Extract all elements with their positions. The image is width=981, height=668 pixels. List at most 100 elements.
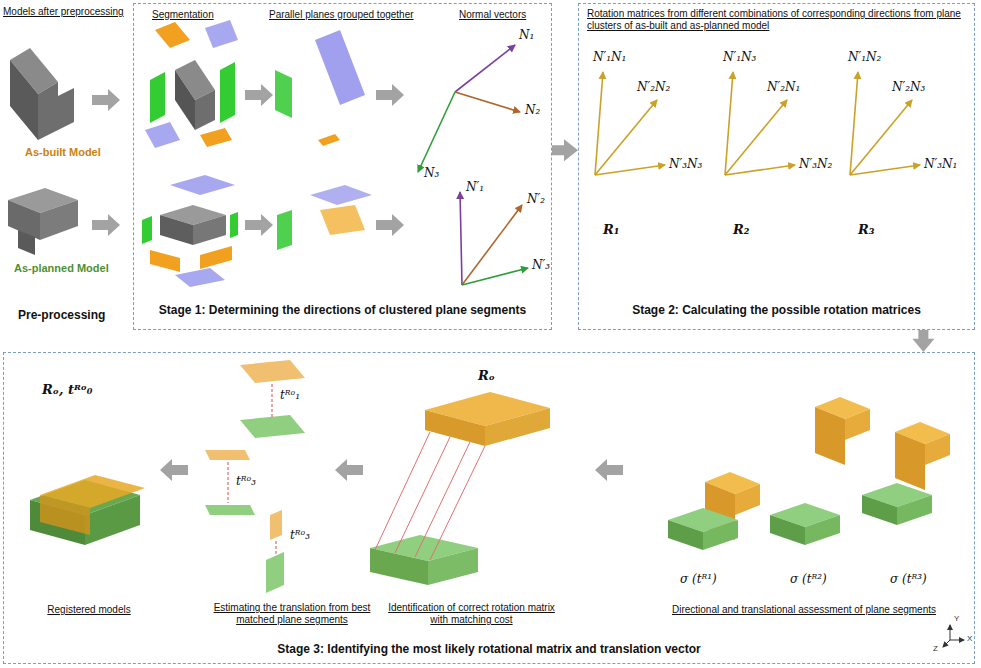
math-symbol: N′₁ <box>466 180 484 194</box>
segmented-as-planned <box>193 215 226 245</box>
math-symbol: R₁ <box>603 222 620 238</box>
candidate-pairs <box>668 397 950 550</box>
rotation-frames <box>850 165 920 175</box>
normal-vectors <box>418 45 528 285</box>
axis-triad <box>943 640 950 647</box>
process-arrow <box>376 84 404 106</box>
registered-models <box>40 495 90 535</box>
process-arrow <box>376 214 404 236</box>
translation-planes <box>272 384 273 417</box>
plane-clusters <box>320 205 365 235</box>
normal-vectors <box>418 92 455 172</box>
process-arrow <box>92 84 623 481</box>
step-caption: Registered models <box>29 604 149 616</box>
translation-planes <box>240 360 305 383</box>
process-arrow <box>335 459 363 481</box>
math-symbol: Rₒ, tᴿᵒ₀ <box>42 382 93 398</box>
plane-clusters <box>275 30 372 250</box>
step-caption: Normal vectors <box>459 9 549 21</box>
process-arrow <box>245 214 273 236</box>
normal-vectors <box>462 268 528 285</box>
translation-planes <box>205 505 255 515</box>
translation-planes <box>270 510 282 540</box>
step-caption: Identification of correct rotation matri… <box>384 602 559 626</box>
as-planned-model <box>40 200 78 240</box>
matching-models <box>425 410 485 446</box>
rotation-frames <box>595 72 603 175</box>
matching-models <box>370 548 428 585</box>
math-symbol: N₁ <box>519 28 534 42</box>
axis-triad <box>950 640 964 641</box>
candidate-pairs <box>815 397 870 465</box>
as-built-model <box>38 82 74 140</box>
translation-planes <box>240 415 305 438</box>
label: Models after preprocessing <box>3 6 124 18</box>
matching-models <box>375 432 430 550</box>
candidate-pairs <box>862 483 932 525</box>
segmented-as-planned <box>142 175 238 287</box>
math-symbol: N′₁N₁ <box>593 50 626 64</box>
plane-clusters <box>310 185 372 205</box>
step-caption: Estimating the translation from best mat… <box>207 602 377 626</box>
step-caption: Rotation matrices from different combina… <box>587 8 967 32</box>
segmented-as-planned <box>170 175 235 195</box>
translation-planes <box>205 360 305 593</box>
matching-models <box>428 548 478 585</box>
math-symbol: N₂ <box>525 103 540 117</box>
step-caption: Parallel planes grouped together <box>269 9 449 21</box>
axis-triad <box>950 625 951 640</box>
translation-planes <box>228 462 229 503</box>
axis-triad <box>943 625 964 647</box>
math-symbol: N′₃ <box>532 258 550 272</box>
rotation-frames <box>725 100 787 175</box>
segmented-as-built <box>145 20 238 148</box>
math-symbol: N′₃N₃ <box>669 157 702 171</box>
process-arrow <box>92 89 120 111</box>
math-symbol: N′₁N₃ <box>723 50 756 64</box>
matching-models <box>415 442 470 557</box>
rotation-frames <box>595 165 665 175</box>
rotation-frames <box>595 72 920 175</box>
segmented-as-planned <box>160 215 193 245</box>
rotation-frames <box>850 100 912 175</box>
segmented-as-built <box>150 72 165 123</box>
process-arrow <box>245 84 273 106</box>
process-arrow <box>92 214 120 236</box>
candidate-pairs <box>895 422 950 490</box>
normal-vectors <box>455 45 515 92</box>
segmented-as-built <box>220 62 235 123</box>
stage-arrow <box>552 139 578 161</box>
matching-models <box>485 408 550 446</box>
math-symbol: σ (tᴿ³) <box>890 572 927 586</box>
matching-models <box>430 446 485 560</box>
math-symbol: N′₃N₂ <box>799 157 832 171</box>
plane-clusters <box>275 70 292 118</box>
math-symbol: Rₒ <box>478 368 495 384</box>
registered-models <box>30 475 145 545</box>
math-symbol: R₂ <box>733 222 750 238</box>
as-planned-model <box>18 230 35 255</box>
axis-label: Y <box>954 614 959 624</box>
translation-planes <box>205 450 250 460</box>
as-built-model <box>10 60 38 140</box>
segmented-as-built <box>195 90 215 130</box>
stage-arrow <box>912 330 934 352</box>
segmented-as-planned <box>142 216 152 244</box>
plane-clusters <box>315 30 365 105</box>
segmented-as-planned <box>200 246 232 269</box>
label: As-built Model <box>25 146 101 159</box>
rotation-frames <box>850 72 858 175</box>
math-symbol: N′₂N₁ <box>767 80 800 94</box>
label: As-planned Model <box>14 262 109 275</box>
rotation-frames <box>725 72 733 175</box>
matching-models <box>370 392 550 585</box>
math-symbol: tᴿᵒ₁ <box>280 388 300 402</box>
as-built-model <box>10 48 74 140</box>
math-symbol: tᴿᵒ₃ <box>236 474 256 488</box>
segmented-as-built <box>145 122 180 148</box>
math-symbol: N′₂ <box>527 192 545 206</box>
plane-clusters <box>318 134 340 146</box>
label: Pre-processing <box>18 308 105 322</box>
